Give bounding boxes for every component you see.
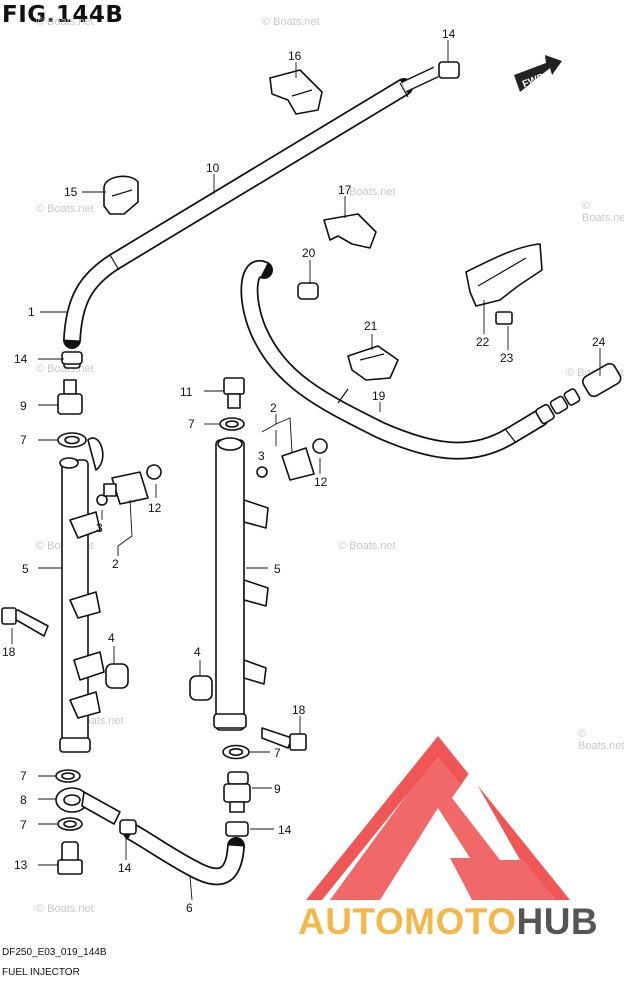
oring-7-lower-b [57, 817, 83, 831]
spacer-4-left [105, 663, 129, 689]
callout-numbers: 14 16 10 15 17 20 1 21 22 23 24 14 19 11… [2, 27, 606, 915]
figure-name: FUEL INJECTOR [2, 967, 80, 978]
callout-5: 5 [22, 562, 29, 576]
callout-22: 22 [476, 335, 490, 349]
watermark: © Boats.net [582, 200, 624, 224]
watermark: © Boats.net [338, 540, 396, 552]
clip-16 [269, 69, 323, 115]
fitting-9-right [223, 771, 251, 813]
bolt-18-right [261, 727, 307, 751]
callout-9: 9 [274, 782, 281, 796]
callout-3: 3 [96, 521, 103, 535]
injector-right [256, 438, 328, 481]
callout-24: 24 [592, 335, 606, 349]
callout-7: 7 [20, 433, 27, 447]
clip-15 [103, 175, 139, 215]
clip-21 [347, 345, 399, 381]
callout-5: 5 [274, 562, 281, 576]
clamp-14-lower-right [225, 821, 249, 837]
callout-2: 2 [112, 557, 119, 571]
callout-14: 14 [278, 823, 292, 837]
bolt-18-left [1, 607, 49, 637]
figure-code: DF250_E03_019_144B [2, 947, 107, 958]
callout-13: 13 [14, 858, 28, 872]
hose-10 [63, 66, 439, 349]
brand-part-2: MOTO [404, 901, 517, 942]
oring-7-right-top [219, 417, 245, 431]
callout-4: 4 [108, 631, 115, 645]
fwd-arrow: FWD [514, 55, 562, 92]
cap-24 [582, 362, 622, 398]
clip-17 [323, 213, 377, 249]
logo-mark [306, 736, 570, 900]
bolt-23 [495, 311, 513, 325]
callout-16: 16 [288, 49, 302, 63]
spacer-4-right [189, 675, 213, 701]
callout-12: 12 [314, 475, 328, 489]
injector-left [96, 464, 162, 506]
callout-3: 3 [258, 449, 265, 463]
figure-title: FIG.144B [2, 2, 124, 28]
watermark: © Boats.net [338, 186, 396, 198]
hose-6 [123, 823, 245, 886]
watermark: © Boats.net [262, 16, 320, 28]
callout-20: 20 [302, 246, 316, 260]
callout-17: 17 [338, 183, 352, 197]
callout-19: 19 [372, 389, 386, 403]
bracket-22 [465, 243, 543, 307]
watermark: © Boats.net [36, 16, 94, 28]
callout-15: 15 [64, 185, 78, 199]
callout-1: 1 [28, 305, 35, 319]
rail-right [213, 437, 269, 731]
leader-lines [11, 40, 601, 901]
callout-21: 21 [364, 319, 378, 333]
clamp-14-mid [61, 351, 83, 365]
callout-11: 11 [180, 385, 193, 399]
clamp-14-lower-left [119, 819, 137, 835]
oring-7-lower-a [55, 769, 81, 783]
brand-logo: AUTOMOTOHUB [298, 901, 598, 943]
callout-7: 7 [20, 818, 27, 832]
callout-18: 18 [292, 703, 306, 717]
callout-14: 14 [14, 352, 28, 366]
callout-7: 7 [274, 746, 281, 760]
callout-7: 7 [188, 417, 195, 431]
callout-10: 10 [206, 161, 220, 175]
callout-7: 7 [20, 769, 27, 783]
clip-20 [297, 282, 319, 300]
callout-6: 6 [186, 901, 193, 915]
watermark: © Boats.net [578, 728, 624, 752]
hose-19 [240, 260, 581, 460]
oring-7-right-bottom [222, 744, 250, 760]
watermark: © Boats.net [36, 203, 94, 215]
nut-11 [223, 377, 245, 409]
callout-14: 14 [118, 861, 132, 875]
callout-8: 8 [20, 793, 27, 807]
brand-part-1: AUTO [298, 901, 405, 942]
oring-7-left [57, 432, 87, 448]
rail-left [59, 437, 105, 753]
callout-12: 12 [148, 501, 162, 515]
bolt-13 [57, 841, 83, 875]
callout-9: 9 [20, 399, 27, 413]
callout-14: 14 [442, 27, 456, 41]
callout-23: 23 [500, 351, 514, 365]
brand-part-3: HUB [516, 901, 599, 942]
banjo-8 [55, 787, 121, 825]
callout-2: 2 [270, 401, 277, 415]
callout-4: 4 [194, 645, 201, 659]
callout-18: 18 [2, 645, 16, 659]
clamp-14-top [438, 61, 460, 79]
watermark: © Boats.net [36, 903, 94, 915]
